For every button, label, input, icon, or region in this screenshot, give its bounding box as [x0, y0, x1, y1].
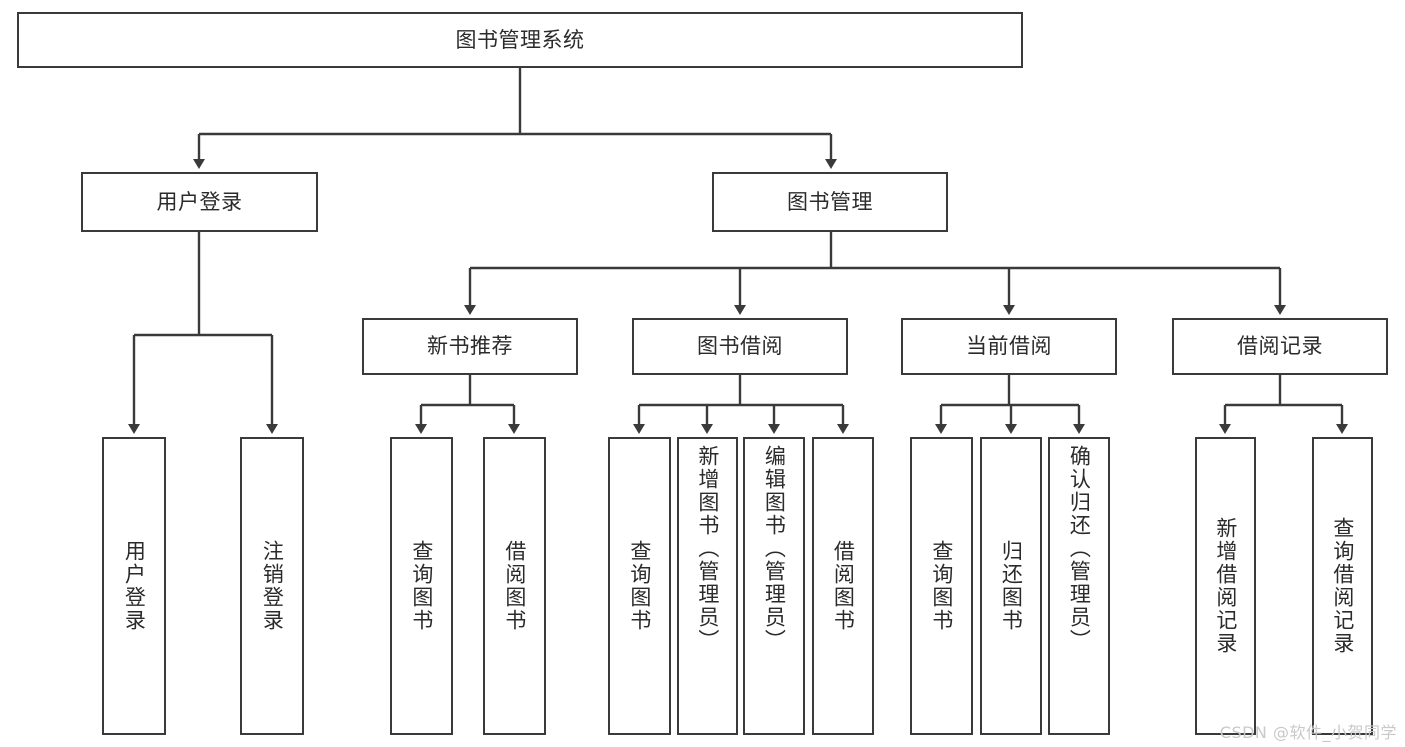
- watermark-text: CSDN @软件_小贺同学: [1219, 723, 1397, 742]
- leaf-logout-login[interactable]: 注销登录: [240, 437, 304, 735]
- leaf-add-borrow-record[interactable]: 新增借阅记录: [1195, 437, 1256, 735]
- node-user-login[interactable]: 用户登录: [81, 172, 318, 232]
- leaf-borrow-book-recommend[interactable]: 借阅图书: [483, 437, 546, 735]
- node-borrow-record[interactable]: 借阅记录: [1172, 318, 1388, 375]
- leaf-query-borrow-record[interactable]: 查询借阅记录: [1312, 437, 1373, 735]
- leaf-user-login[interactable]: 用户登录: [102, 437, 166, 735]
- leaf-edit-book-admin[interactable]: 编辑图书（管理员）: [743, 437, 805, 735]
- leaf-query-book-borrow[interactable]: 查询图书: [608, 437, 671, 735]
- node-current-borrow[interactable]: 当前借阅: [901, 318, 1117, 375]
- leaf-query-book-current[interactable]: 查询图书: [910, 437, 973, 735]
- leaf-query-book-recommend[interactable]: 查询图书: [390, 437, 453, 735]
- node-new-book-recommend[interactable]: 新书推荐: [362, 318, 578, 375]
- node-book-borrow[interactable]: 图书借阅: [632, 318, 848, 375]
- leaf-add-book-admin[interactable]: 新增图书（管理员）: [677, 437, 738, 735]
- node-book-management[interactable]: 图书管理: [712, 172, 948, 232]
- leaf-return-book[interactable]: 归还图书: [980, 437, 1042, 735]
- node-root-book-management-system[interactable]: 图书管理系统: [17, 12, 1023, 68]
- leaf-confirm-return-admin[interactable]: 确认归还（管理员）: [1048, 437, 1110, 735]
- leaf-borrow-book[interactable]: 借阅图书: [812, 437, 874, 735]
